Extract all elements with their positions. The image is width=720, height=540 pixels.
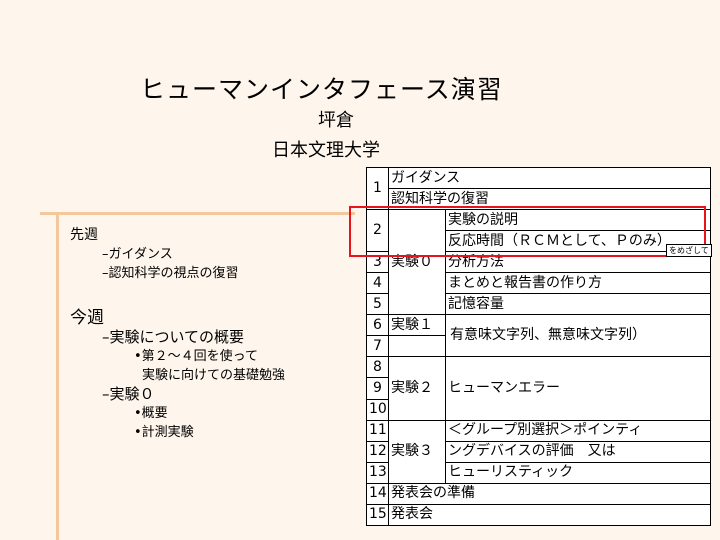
notes-subitem: •計測実験 <box>134 425 194 440</box>
topic-cell: ＜グループ別選択＞ポインティ <box>445 419 711 442</box>
topic-cell: 発表会の準備 <box>388 482 711 505</box>
week-number: 5 <box>366 293 389 316</box>
topic-cell: 有意味文字列、無意味文字列） <box>445 314 711 358</box>
notes-subitem: •第２～４回を使って <box>134 349 259 364</box>
table-row: 5 記憶容量 <box>366 293 711 316</box>
notes-subitem: 実験に向けての基礎勉強 <box>142 368 286 383</box>
table-row: 7 <box>366 335 711 358</box>
table-row: 2 実験０ 実験の説明 <box>366 209 711 316</box>
notes-item: –実験についての概要 <box>102 328 245 346</box>
highlight-box <box>349 206 706 257</box>
notes-heading-last-week: 先週 <box>70 227 98 243</box>
topic-cell: まとめと報告書の作り方 <box>445 272 711 295</box>
decorative-horizontal-line <box>40 212 355 215</box>
week-number: 15 <box>366 503 389 527</box>
experiment-label: 実験２ <box>388 356 446 421</box>
week-number: 8 <box>366 356 389 379</box>
decorative-vertical-line <box>56 212 59 540</box>
table-row: 4 まとめと報告書の作り方 <box>366 272 711 295</box>
week-number: 9 <box>366 377 389 400</box>
experiment-label: 実験１ <box>388 314 446 337</box>
table-row: 1 ガイダンス <box>366 166 711 211</box>
notes-heading-this-week: 今週 <box>70 308 104 328</box>
topic-cell: ヒューリスティック <box>445 461 711 484</box>
slide-title: ヒューマンインタフェース演習 <box>140 75 503 104</box>
table-row: 13 ヒューリスティック <box>366 461 711 484</box>
notes-item: –実験０ <box>102 385 155 403</box>
week-number: 1 <box>366 166 389 211</box>
week-number: 12 <box>366 440 389 463</box>
topic-cell: ヒューマンエラー <box>445 356 711 421</box>
week-number: 4 <box>366 272 389 295</box>
week-number: 6 <box>366 314 389 337</box>
experiment-label: 実験０ <box>388 209 446 316</box>
topic-cell: 実験の説明 <box>445 209 711 232</box>
week-number: 10 <box>366 398 389 421</box>
week-number: 14 <box>366 482 389 505</box>
topic-cell: 記憶容量 <box>445 293 711 316</box>
notes-subitem: •概要 <box>134 406 168 421</box>
table-row: 12 ングデバイスの評価 又は <box>366 440 711 463</box>
topic-cell: 発表会 <box>388 503 711 527</box>
week-number: 13 <box>366 461 389 484</box>
notes-item: –ガイダンス <box>102 247 173 262</box>
week-number: 7 <box>366 335 389 358</box>
slide-university: 日本文理大学 <box>272 140 380 161</box>
notes-item: –認知科学の視点の復習 <box>102 266 239 281</box>
table-row: 15 発表会 <box>366 503 711 527</box>
slide-author: 坪倉 <box>318 110 354 131</box>
topic-cell: ガイダンス <box>388 166 711 190</box>
notes-list: 先週 –ガイダンス –認知科学の視点の復習 今週 –実験についての概要 •第２～… <box>70 226 285 442</box>
table-row: 6 実験１ 有意味文字列、無意味文字列） <box>366 314 711 358</box>
schedule-table: 1 ガイダンス 認知科学の復習 2 実験０ 実験の説明 反応時間（ＲＣＭとして、… <box>366 166 711 527</box>
table-row: 11 実験３ ＜グループ別選択＞ポインティ <box>366 419 711 484</box>
topic-cell: ングデバイスの評価 又は <box>445 440 711 463</box>
table-row: 8 実験２ ヒューマンエラー <box>366 356 711 421</box>
callout-label: をめざして <box>666 244 712 257</box>
week-number: 11 <box>366 419 389 442</box>
table-row: 14 発表会の準備 <box>366 482 711 505</box>
experiment-label: 実験３ <box>388 419 446 484</box>
